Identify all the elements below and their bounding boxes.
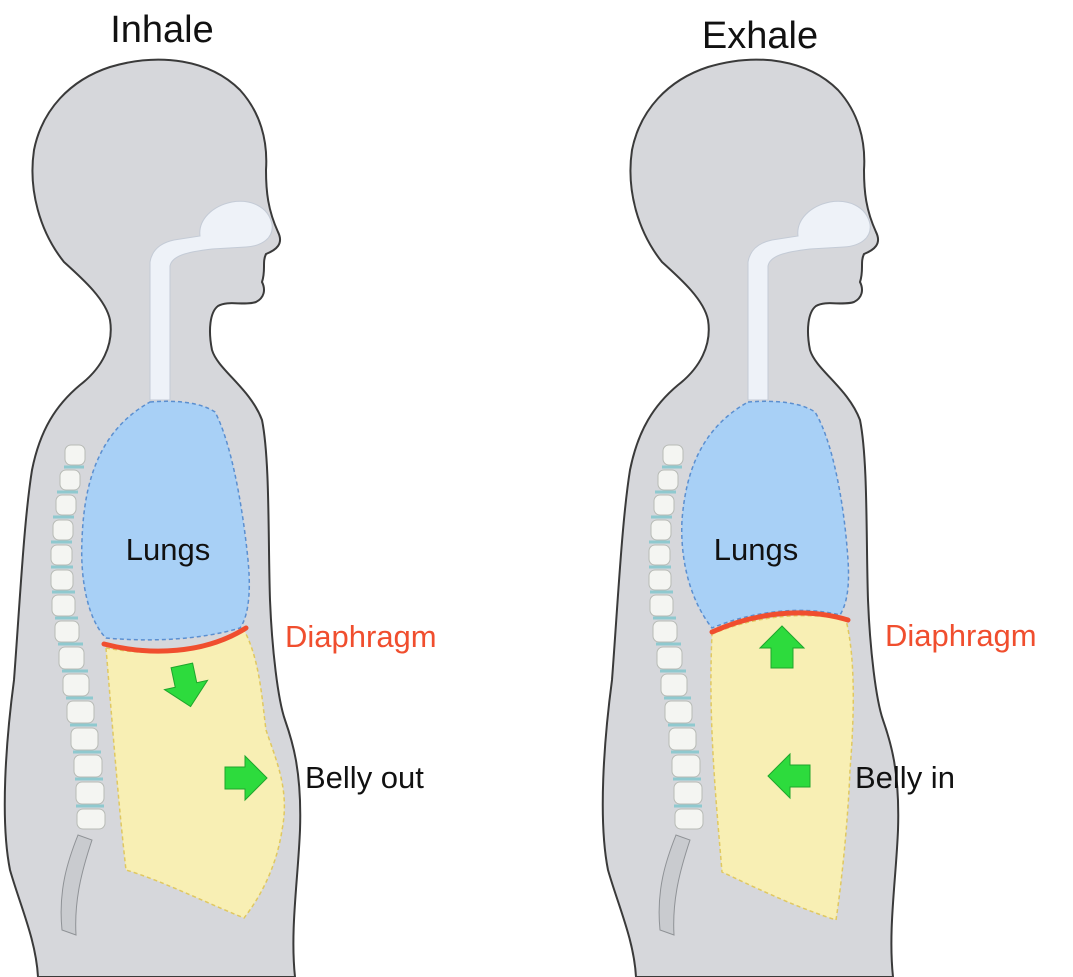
inhale-title: Inhale xyxy=(110,9,214,51)
inhale-lungs-label: Lungs xyxy=(126,532,210,567)
exhale-diaphragm-label: Diaphragm xyxy=(885,618,1037,653)
inhale-diaphragm-label: Diaphragm xyxy=(285,619,437,654)
exhale-panel: Exhale Lungs Diaphragm Belly in xyxy=(603,15,1037,977)
exhale-title: Exhale xyxy=(702,15,818,57)
inhale-belly-label: Belly out xyxy=(305,760,424,795)
inhale-panel: Inhale Lungs Diaphragm Belly out xyxy=(5,9,437,977)
exhale-lungs-label: Lungs xyxy=(714,532,798,567)
exhale-belly-label: Belly in xyxy=(855,760,955,795)
